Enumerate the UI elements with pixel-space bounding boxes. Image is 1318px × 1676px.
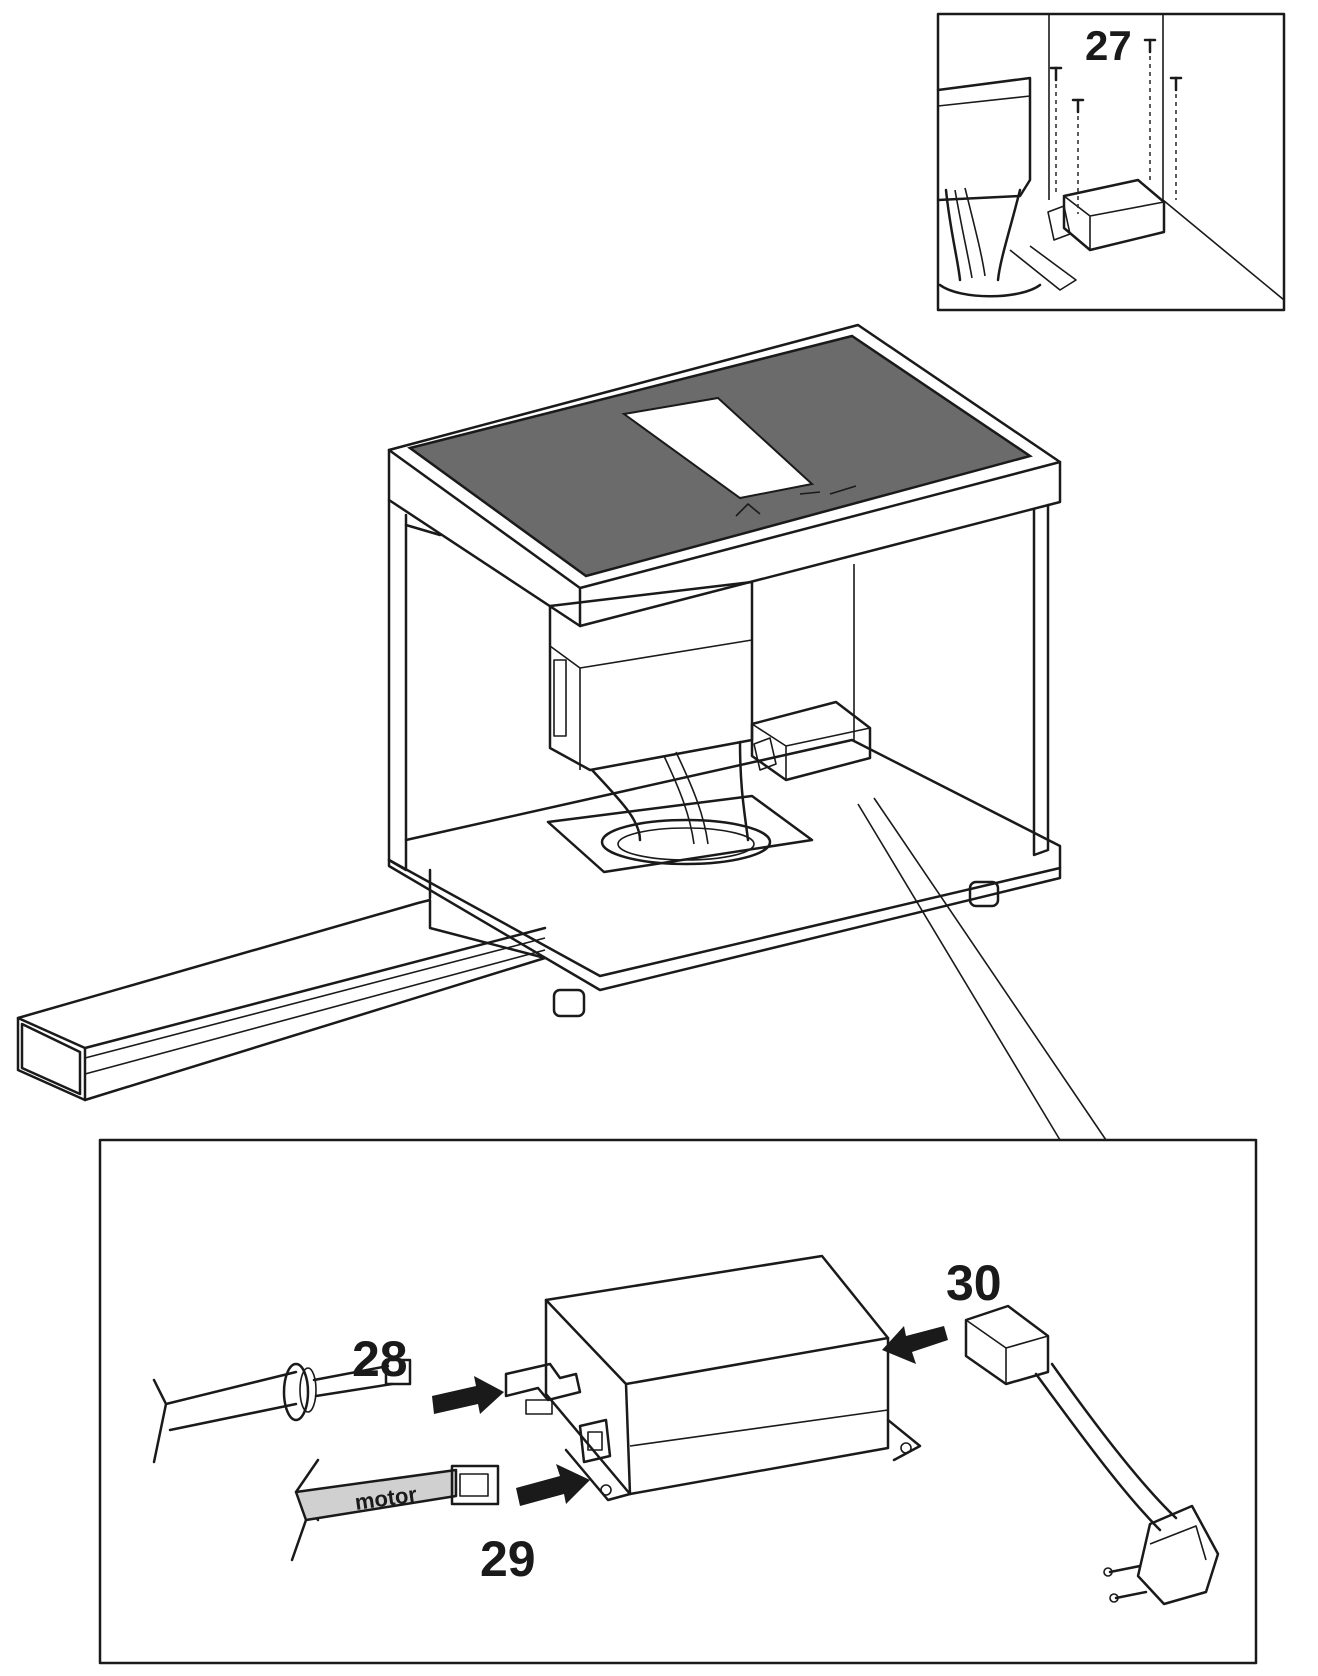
- inset-duct: [944, 188, 1022, 282]
- motor-cable-connector: [450, 1464, 500, 1506]
- inset-frame: [936, 12, 1286, 312]
- cable-grommet: [282, 1362, 310, 1422]
- mounting-tab: [886, 1418, 922, 1462]
- mounting-tab: [564, 1448, 632, 1502]
- arrow-icon: [516, 1464, 590, 1506]
- detail-steps-28-30: 28 motor 29 30: [98, 1138, 1258, 1665]
- step-number-30: 30: [946, 1255, 1002, 1311]
- screw-icon: [1143, 38, 1157, 54]
- cabinet-foot: [968, 880, 1000, 908]
- cabinet-base: [387, 738, 1062, 978]
- inset-step-27: 27: [936, 12, 1286, 312]
- screw-icon: [1049, 66, 1063, 82]
- arrow-icon: [882, 1326, 948, 1364]
- vent-opening: [621, 396, 815, 500]
- cable-28-connector: [384, 1358, 412, 1386]
- junction-box: [544, 1254, 890, 1496]
- duct-funnel: [590, 740, 750, 842]
- screw-icon: [1169, 76, 1183, 92]
- flat-duct: [16, 898, 547, 1102]
- cabinet-left-front-post: [387, 498, 408, 872]
- motor-housing: [548, 580, 754, 772]
- cabinet-assembly: [387, 323, 1107, 1141]
- cabinet-right-post: [1032, 503, 1050, 857]
- motor-cable: [294, 1468, 458, 1522]
- step-number-28: 28: [352, 1331, 408, 1387]
- motor-cable-29: motor: [290, 1458, 500, 1562]
- duct-opening: [20, 1022, 82, 1096]
- inset-control-box: [1062, 178, 1166, 252]
- floor-opening: [546, 794, 814, 874]
- power-cord: [1034, 1362, 1178, 1532]
- detail-frame: [98, 1138, 1258, 1665]
- power-cord-30: [964, 1304, 1220, 1606]
- hob-controls: [735, 485, 857, 517]
- step-number-29: 29: [480, 1531, 536, 1587]
- inset-motor-housing: [936, 76, 1032, 202]
- step-number-27: 27: [1085, 22, 1132, 69]
- control-box: [750, 700, 872, 782]
- connector-icon: [578, 1418, 612, 1464]
- arrow-icon: [432, 1376, 504, 1414]
- cabinet-foot: [552, 988, 586, 1018]
- power-inlet-connector: [964, 1304, 1050, 1386]
- screw-icon: [1071, 98, 1085, 114]
- cable-28: [152, 1358, 412, 1464]
- connector-icon: [504, 1362, 582, 1415]
- plug-icon: [1136, 1504, 1220, 1606]
- detail-pointer: [857, 797, 1107, 1141]
